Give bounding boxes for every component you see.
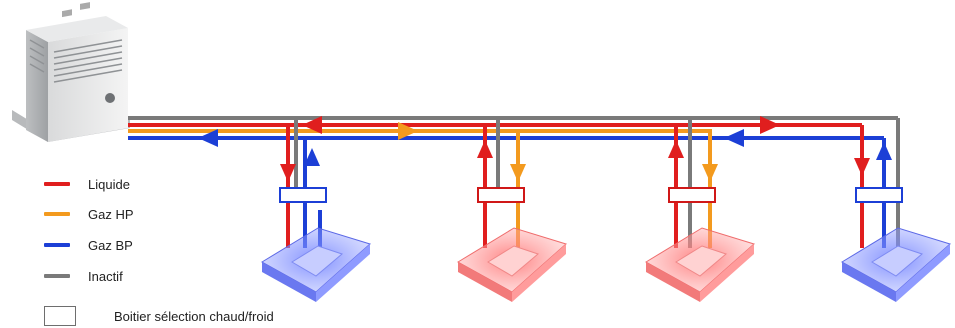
selection-box-swatch: [44, 306, 76, 326]
legend-label: Inactif: [88, 268, 123, 284]
legend-item-inactif: Inactif: [44, 266, 123, 286]
selection-box: [477, 187, 525, 203]
branch-3: [668, 118, 718, 248]
indoor-unit-1-icon: [261, 227, 371, 302]
indoor-unit-4-icon: [841, 227, 951, 302]
liquide-arrow-left: [302, 116, 322, 134]
legend-item-liquide: Liquide: [44, 174, 130, 194]
legend-item-gaz-hp: Gaz HP: [44, 204, 134, 224]
outdoor-unit-icon: [12, 2, 130, 142]
legend-swatch: [44, 212, 70, 216]
legend-swatch: [44, 182, 70, 186]
selection-box: [668, 187, 716, 203]
branch-1: [279, 118, 327, 248]
gaz-bp-arrow-left: [198, 129, 218, 147]
gaz-bp-arrow-left-2: [724, 129, 744, 147]
gaz-hp-arrow-right: [398, 122, 418, 140]
main-flow-arrows: [198, 116, 780, 147]
legend-swatch: [44, 274, 70, 278]
legend-label: Gaz BP: [88, 237, 133, 253]
selection-box: [855, 187, 903, 203]
indoor-unit-3-icon: [645, 227, 755, 302]
selection-box: [279, 187, 327, 203]
legend-swatch: [44, 243, 70, 247]
branch-2: [477, 118, 526, 248]
main-pipes: [128, 116, 898, 140]
legend-label: Gaz HP: [88, 206, 134, 222]
legend-label: Liquide: [88, 176, 130, 192]
branch-4: [854, 118, 903, 248]
legend-box-label: Boitier sélection chaud/froid: [114, 308, 274, 324]
liquide-arrow-right: [760, 116, 780, 134]
legend-item-gaz-bp: Gaz BP: [44, 235, 133, 255]
legend-item-boitier: Boitier sélection chaud/froid: [44, 306, 274, 326]
indoor-unit-2-icon: [457, 227, 567, 302]
